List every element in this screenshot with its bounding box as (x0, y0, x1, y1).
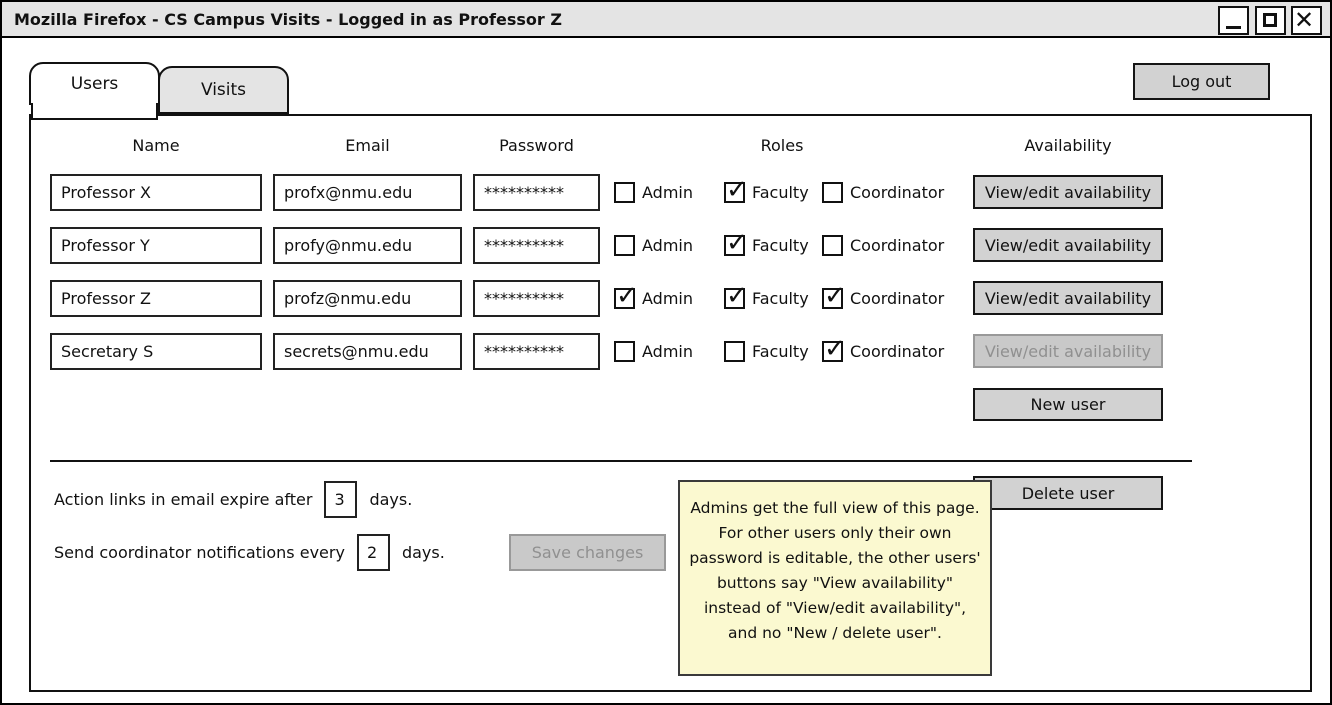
coordinator-checkbox-label: Coordinator (850, 183, 945, 202)
availability-button[interactable]: View/edit availability (973, 334, 1163, 368)
faculty-checkbox-label: Faculty (752, 183, 809, 202)
window-titlebar: Mozilla Firefox - CS Campus Visits - Log… (2, 2, 1330, 38)
tab-visits[interactable]: Visits (158, 66, 289, 114)
availability-button[interactable]: View/edit availability (973, 175, 1163, 209)
maximize-icon (1263, 13, 1277, 27)
admin-checkbox[interactable] (614, 182, 635, 203)
save-changes-button[interactable]: Save changes (509, 534, 666, 571)
notification-setting-row: Send coordinator notifications every day… (54, 534, 445, 571)
notification-days-input[interactable] (356, 534, 390, 571)
admin-checkbox-label: Admin (642, 236, 693, 255)
column-header-name: Name (132, 136, 180, 155)
availability-button[interactable]: View/edit availability (973, 281, 1163, 315)
coordinator-checkbox-label: Coordinator (850, 236, 945, 255)
expiry-setting-prefix: Action links in email expire after (54, 490, 313, 509)
faculty-checkbox-label: Faculty (752, 342, 809, 361)
coordinator-checkbox[interactable]: ✓ (822, 281, 846, 311)
admin-checkbox-label: Admin (642, 289, 693, 308)
delete-user-button[interactable]: Delete user (973, 476, 1163, 510)
logout-button[interactable]: Log out (1133, 63, 1270, 100)
column-header-roles: Roles (760, 136, 804, 155)
tab-visits-label: Visits (200, 80, 247, 100)
check-mark-icon: ✓ (726, 228, 748, 258)
minimize-button[interactable] (1218, 6, 1249, 35)
column-header-email: Email (345, 136, 390, 155)
name-input[interactable] (50, 333, 262, 370)
tab-users-label: Users (70, 73, 119, 94)
notification-setting-suffix: days. (401, 543, 445, 562)
check-mark-icon: ✓ (616, 281, 638, 311)
check-mark-icon: ✓ (824, 281, 846, 311)
maximize-button[interactable] (1255, 6, 1286, 35)
faculty-checkbox[interactable]: ✓ (724, 175, 748, 205)
admin-checkbox[interactable]: ✓ (614, 281, 638, 311)
check-mark-icon: ✓ (824, 334, 846, 364)
column-header-availability: Availability (1024, 136, 1112, 155)
password-input[interactable] (473, 174, 600, 211)
name-input[interactable] (50, 174, 262, 211)
coordinator-checkbox[interactable]: ✓ (822, 334, 846, 364)
admin-checkbox-label: Admin (642, 183, 693, 202)
name-input[interactable] (50, 280, 262, 317)
column-header-password: Password (499, 136, 574, 155)
coordinator-checkbox[interactable] (822, 182, 843, 203)
close-button[interactable]: ✕ (1291, 6, 1322, 35)
email-input[interactable] (273, 280, 462, 317)
window-title: Mozilla Firefox - CS Campus Visits - Log… (14, 9, 562, 29)
faculty-checkbox-label: Faculty (752, 289, 809, 308)
admin-checkbox[interactable] (614, 235, 635, 256)
close-icon: ✕ (1294, 6, 1315, 34)
section-divider (50, 460, 1192, 462)
expiry-days-input[interactable] (324, 481, 358, 518)
faculty-checkbox[interactable]: ✓ (724, 281, 748, 311)
admin-checkbox[interactable] (614, 341, 635, 362)
check-mark-icon: ✓ (726, 175, 748, 205)
email-input[interactable] (273, 333, 462, 370)
email-input[interactable] (273, 227, 462, 264)
faculty-checkbox[interactable] (724, 341, 745, 362)
faculty-checkbox-label: Faculty (752, 236, 809, 255)
tab-users-connector (31, 103, 158, 120)
minimize-icon (1226, 26, 1241, 29)
admin-checkbox-label: Admin (642, 342, 693, 361)
coordinator-checkbox[interactable] (822, 235, 843, 256)
new-user-button[interactable]: New user (973, 388, 1163, 421)
password-input[interactable] (473, 227, 600, 264)
coordinator-checkbox-label: Coordinator (850, 289, 945, 308)
expiry-setting-suffix: days. (369, 490, 413, 509)
check-mark-icon: ✓ (726, 281, 748, 311)
annotation-note: Admins get the full view of this page. F… (678, 480, 992, 676)
expiry-setting-row: Action links in email expire after days. (54, 481, 412, 518)
coordinator-checkbox-label: Coordinator (850, 342, 945, 361)
email-input[interactable] (273, 174, 462, 211)
faculty-checkbox[interactable]: ✓ (724, 228, 748, 258)
password-input[interactable] (473, 333, 600, 370)
availability-button[interactable]: View/edit availability (973, 228, 1163, 262)
tab-users[interactable]: Users (29, 62, 160, 105)
password-input[interactable] (473, 280, 600, 317)
name-input[interactable] (50, 227, 262, 264)
notification-setting-prefix: Send coordinator notifications every (54, 543, 345, 562)
